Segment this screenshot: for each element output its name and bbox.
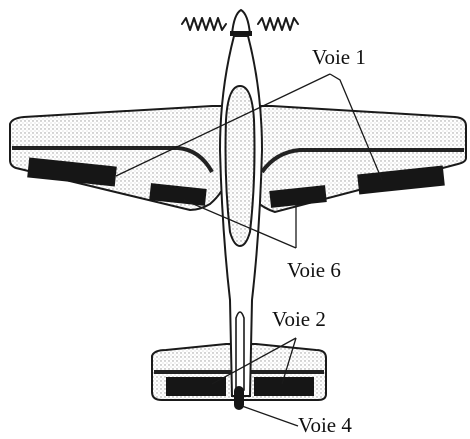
label-channel-2: Voie 2 [272, 307, 326, 331]
leader-channel-4 [241, 405, 299, 427]
label-channel-1: Voie 1 [312, 45, 366, 69]
fuselage [218, 35, 264, 410]
propeller [181, 8, 299, 36]
leader-channel-2-left [211, 337, 297, 385]
aileron-left [27, 157, 117, 187]
spinner [230, 8, 252, 35]
propeller-blade [181, 17, 299, 31]
elevator-left [166, 377, 226, 396]
leader-channel-2-right [281, 337, 297, 385]
canopy [224, 84, 256, 248]
wing-stripe-left [12, 146, 214, 173]
spinner-ring [230, 31, 252, 36]
label-channel-6: Voie 6 [287, 258, 341, 282]
elevator-right [254, 377, 314, 396]
leader-channel-1-right [329, 73, 383, 181]
leader-channel-6-left [183, 199, 297, 249]
leader-lines [115, 73, 383, 427]
label-channel-4: Voie 4 [298, 413, 352, 437]
rudder [234, 386, 244, 410]
flap-left [149, 183, 207, 206]
wing-stripe-right [260, 148, 464, 174]
vertical-fin [235, 311, 245, 391]
channel-labels: Voie 1 Voie 6 Voie 2 Voie 4 [272, 45, 366, 437]
flap-right [269, 185, 327, 208]
leader-channel-1-left [115, 73, 331, 177]
